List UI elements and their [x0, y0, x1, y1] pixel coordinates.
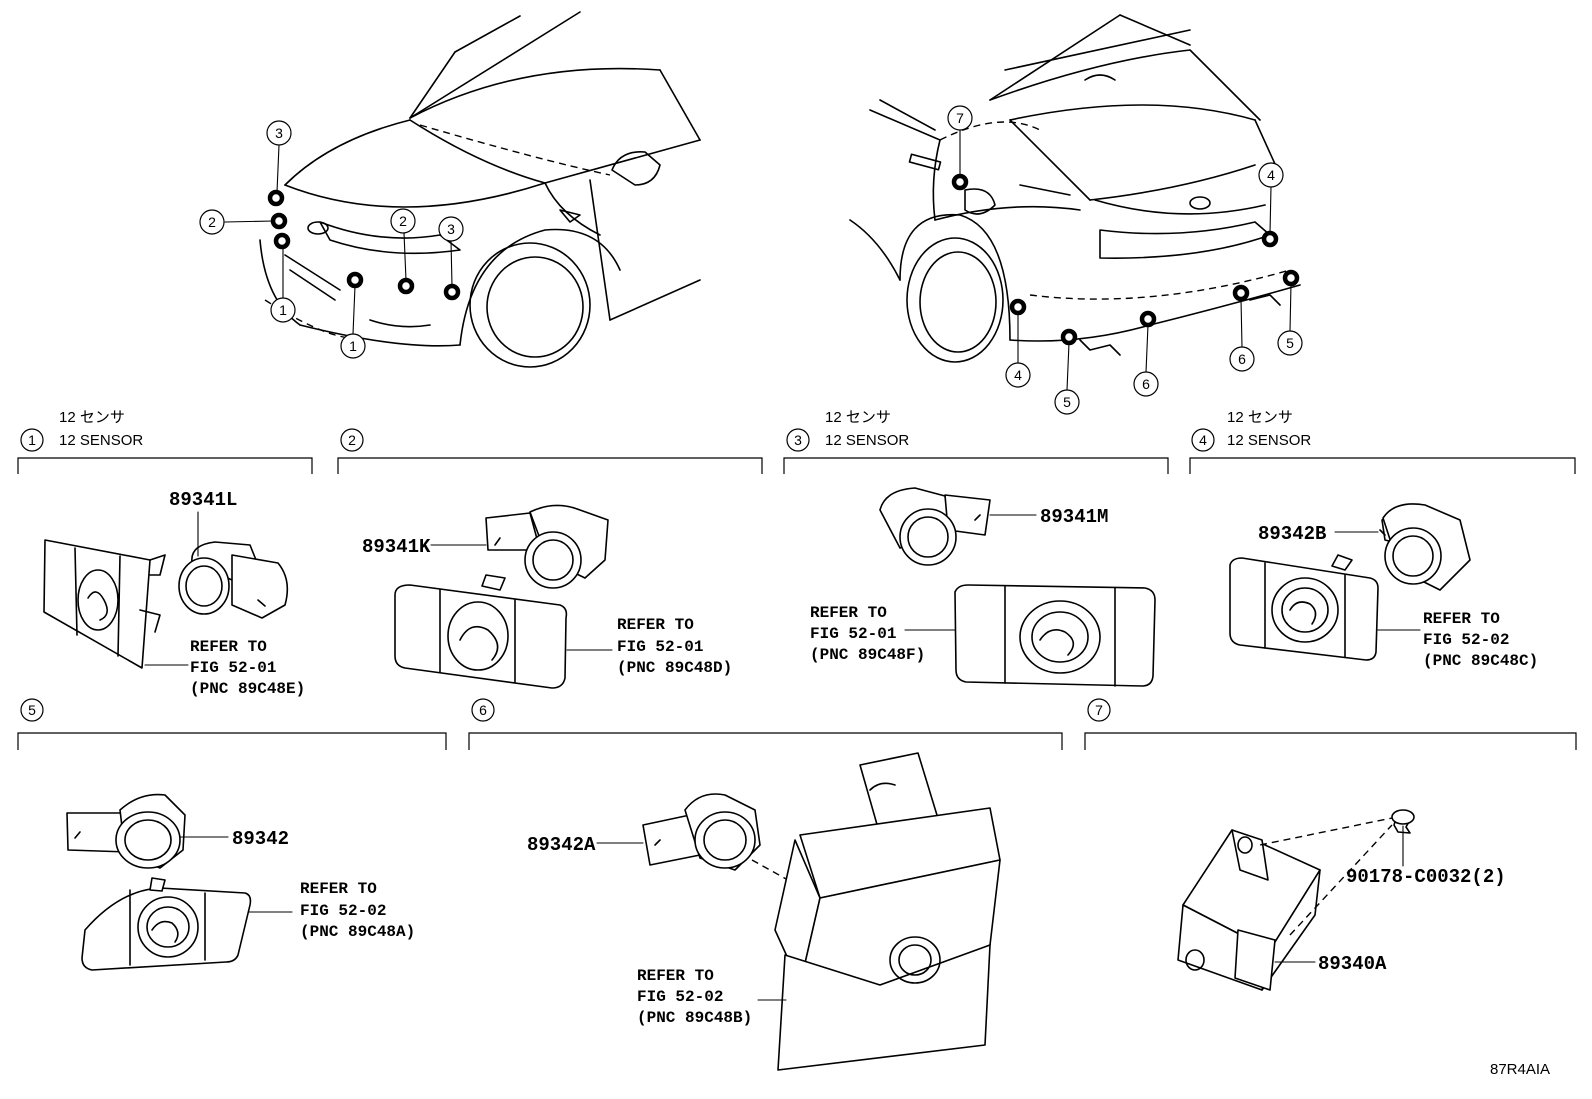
ref-1-line2: FIG 52-01 — [190, 659, 276, 677]
section-3-num: 3 — [794, 432, 802, 448]
rear-callout-6b: 6 — [1238, 351, 1246, 367]
section-2-header: 2 — [337, 428, 763, 474]
rear-callout-7: 7 — [956, 110, 964, 126]
section-4-num: 4 — [1199, 432, 1207, 448]
section-7-num: 7 — [1095, 702, 1103, 718]
section-6-header: 6 — [468, 698, 1063, 750]
section-2-num: 2 — [348, 432, 356, 448]
part-number-90178-C0032: 90178-C0032(2) — [1346, 866, 1506, 888]
rear-callout-4a: 4 — [1267, 167, 1275, 183]
ref-5-line2: FIG 52-02 — [300, 902, 386, 920]
ref-2-line1: REFER TO — [617, 616, 694, 634]
rear-car-illustration — [849, 14, 1301, 363]
section-5-num: 5 — [28, 702, 36, 718]
ref-3-line3: (PNC 89C48F) — [810, 646, 925, 664]
front-callout-2b: 2 — [399, 213, 407, 229]
ref-1-line1: REFER TO — [190, 638, 267, 656]
part-number-89342: 89342 — [232, 828, 289, 850]
ref-3-line1: REFER TO — [810, 604, 887, 622]
front-callout-1a: 1 — [279, 302, 287, 318]
front-callout-2a: 2 — [208, 214, 216, 230]
section-4-header: 12 センサ 4 12 SENSOR — [1189, 409, 1576, 474]
part-number-89341M: 89341M — [1040, 506, 1108, 528]
section-4-en: 12 SENSOR — [1227, 432, 1311, 449]
ref-4-line2: FIG 52-02 — [1423, 631, 1509, 649]
part-number-89342B: 89342B — [1258, 523, 1326, 545]
ref-5-line3: (PNC 89C48A) — [300, 923, 415, 941]
front-callout-1b: 1 — [349, 338, 357, 354]
front-car-illustration — [259, 11, 701, 368]
front-callouts: 3 2 1 1 2 3 — [199, 120, 464, 359]
section-3-en: 12 SENSOR — [825, 432, 909, 449]
section-7-parts: 90178-C0032(2) 89340A — [1177, 809, 1506, 991]
front-callout-3b: 3 — [447, 221, 455, 237]
section-7-header: 7 — [1084, 698, 1577, 750]
ref-5-line1: REFER TO — [300, 880, 377, 898]
ref-3-line2: FIG 52-01 — [810, 625, 896, 643]
rear-callout-5b: 5 — [1286, 335, 1294, 351]
section-3-header: 12 センサ 3 12 SENSOR — [783, 409, 1169, 474]
ref-1-line3: (PNC 89C48E) — [190, 680, 305, 698]
section-1-parts: 89341L REFER TO FIG 52-01 (PNC 89C48E) — [43, 489, 305, 698]
section-5-header: 5 — [17, 698, 447, 750]
rear-callouts: 7 4 4 5 6 6 5 — [947, 105, 1303, 415]
section-3-parts: 89341M REFER TO FIG 52-01 (PNC 89C48F) — [810, 487, 1156, 687]
section-5-parts: 89342 REFER TO FIG 52-02 (PNC 89C48A) — [66, 793, 415, 971]
rear-callout-6a: 6 — [1142, 376, 1150, 392]
section-1-en: 12 SENSOR — [59, 432, 143, 449]
rear-callout-5a: 5 — [1063, 394, 1071, 410]
ref-6-line2: FIG 52-02 — [637, 988, 723, 1006]
section-6-parts: 89342A REFER TO FIG 52-02 (PNC 89C48B) — [527, 752, 1001, 1071]
section-1-num: 1 — [28, 432, 36, 448]
section-1-jp: 12 センサ — [59, 409, 125, 426]
section-4-parts: 89342B REFER TO FIG 52-02 (PNC 89C48C) — [1229, 503, 1538, 670]
section-1-header: 12 センサ 1 12 SENSOR — [17, 409, 313, 474]
front-callout-3a: 3 — [275, 125, 283, 141]
front-sensor-locations — [267, 189, 461, 301]
section-4-jp: 12 センサ — [1227, 409, 1293, 426]
ref-2-line3: (PNC 89C48D) — [617, 659, 732, 677]
ref-6-line1: REFER TO — [637, 967, 714, 985]
part-number-89341K: 89341K — [362, 536, 431, 558]
ref-4-line3: (PNC 89C48C) — [1423, 652, 1538, 670]
rear-callout-4b: 4 — [1014, 367, 1022, 383]
section-6-num: 6 — [479, 702, 487, 718]
ref-2-line2: FIG 52-01 — [617, 638, 703, 656]
ref-4-line1: REFER TO — [1423, 610, 1500, 628]
figure-id: 87R4AIA — [1490, 1061, 1550, 1078]
part-number-89342A: 89342A — [527, 834, 596, 856]
ref-6-line3: (PNC 89C48B) — [637, 1009, 752, 1027]
section-3-jp: 12 センサ — [825, 409, 891, 426]
part-number-89340A: 89340A — [1318, 953, 1387, 975]
section-2-parts: 89341K REFER TO FIG 52-01 (PNC 89C48D) — [362, 504, 732, 689]
part-number-89341L: 89341L — [169, 489, 237, 511]
rear-sensor-locations — [951, 173, 1300, 346]
